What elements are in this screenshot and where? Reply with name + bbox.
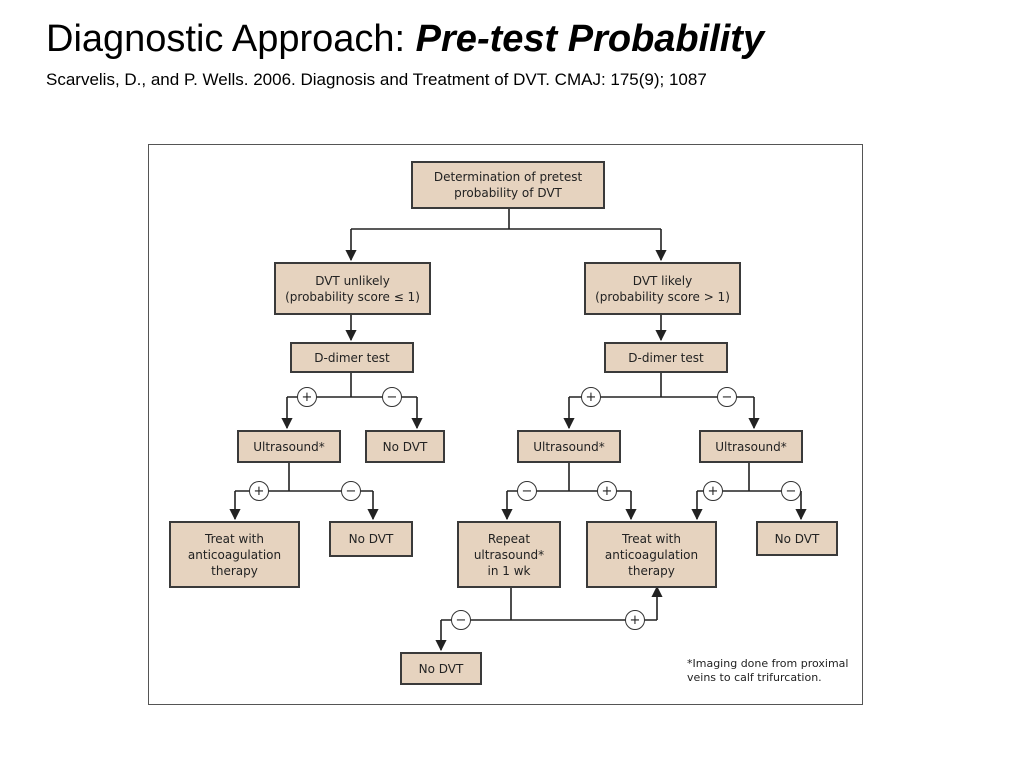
sign-positive-us-right: + [703, 481, 723, 501]
node-ultrasound-mid: Ultrasound* [517, 430, 621, 463]
node-nodvt-ddimer-left: No DVT [365, 430, 445, 463]
slide-title-emphasis: Pre-test Probability [415, 18, 765, 60]
node-nodvt-us-right: No DVT [756, 521, 838, 556]
node-treat-mid: Treat with anticoagulation therapy [586, 521, 717, 588]
node-dvt-unlikely: DVT unlikely (probability score ≤ 1) [274, 262, 431, 315]
node-ultrasound-left: Ultrasound* [237, 430, 341, 463]
sign-positive-ddimer-left: + [297, 387, 317, 407]
sign-positive-us-left: + [249, 481, 269, 501]
slide-title-plain: Diagnostic Approach: [46, 18, 416, 60]
node-nodvt-us-left: No DVT [329, 521, 413, 557]
sign-positive-repeat: + [625, 610, 645, 630]
sign-negative-ddimer-left: − [382, 387, 402, 407]
sign-positive-ddimer-right: + [581, 387, 601, 407]
node-treat-left: Treat with anticoagulation therapy [169, 521, 300, 588]
node-pretest-probability: Determination of pretest probability of … [411, 161, 605, 209]
node-ddimer-right: D-dimer test [604, 342, 728, 373]
flowchart-footnote: *Imaging done from proximal veins to cal… [687, 657, 849, 684]
flowchart-panel: Determination of pretest probability of … [148, 144, 863, 705]
slide-title: Diagnostic Approach: Pre-test Probabilit… [46, 18, 764, 61]
flowchart-connectors [229, 208, 807, 652]
node-dvt-likely: DVT likely (probability score > 1) [584, 262, 741, 315]
sign-negative-us-left: − [341, 481, 361, 501]
node-ultrasound-right: Ultrasound* [699, 430, 803, 463]
sign-negative-ddimer-right: − [717, 387, 737, 407]
node-nodvt-repeat: No DVT [400, 652, 482, 685]
sign-negative-repeat: − [451, 610, 471, 630]
sign-positive-us-mid: + [597, 481, 617, 501]
slide-citation: Scarvelis, D., and P. Wells. 2006. Diagn… [46, 70, 707, 89]
node-repeat-ultrasound: Repeat ultrasound* in 1 wk [457, 521, 561, 588]
sign-negative-us-mid: − [517, 481, 537, 501]
node-ddimer-left: D-dimer test [290, 342, 414, 373]
sign-negative-us-right: − [781, 481, 801, 501]
